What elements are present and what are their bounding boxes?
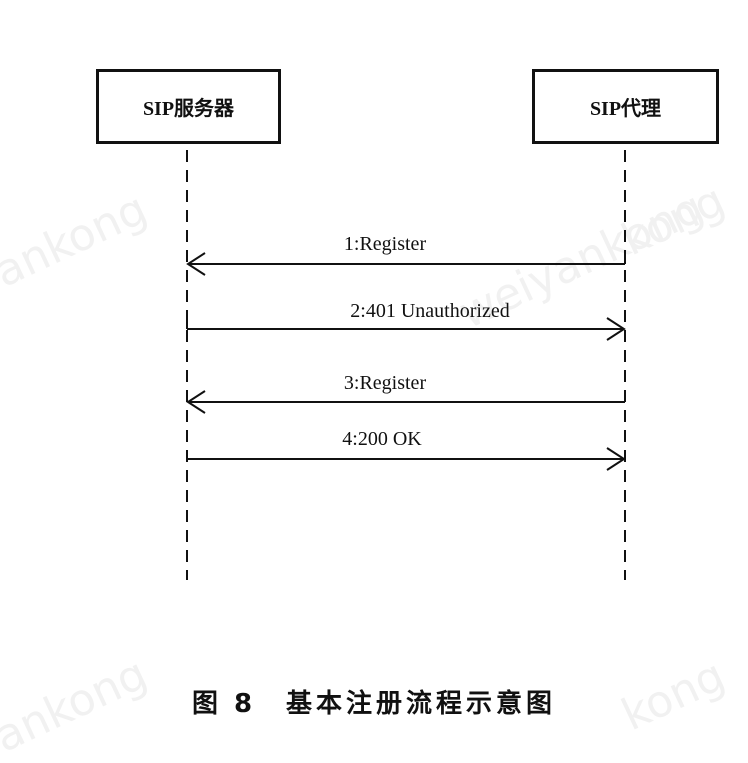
sequence-diagram-lines — [186, 150, 626, 580]
caption-prefix: 图 — [191, 689, 222, 719]
message-label-1: 1:Register — [343, 233, 427, 255]
participant-label: SIP代理 — [589, 98, 662, 120]
participant-sip-server: SIP服务器 — [96, 69, 281, 144]
caption-title: 基本注册流程示意图 — [286, 689, 557, 719]
participant-sip-agent: SIP代理 — [532, 69, 719, 144]
message-label-4: 4:200 OK — [342, 428, 422, 450]
message-label-3: 3:Register — [343, 372, 427, 394]
arrowhead-right-icon — [606, 317, 626, 341]
caption-number: 8 — [233, 689, 257, 719]
arrowhead-right-icon — [606, 447, 626, 471]
message-label-2: 2:401 Unauthorized — [350, 300, 510, 322]
arrowhead-left-icon — [186, 390, 206, 414]
arrowhead-left-icon — [186, 252, 206, 276]
participant-label: SIP服务器 — [142, 98, 235, 120]
